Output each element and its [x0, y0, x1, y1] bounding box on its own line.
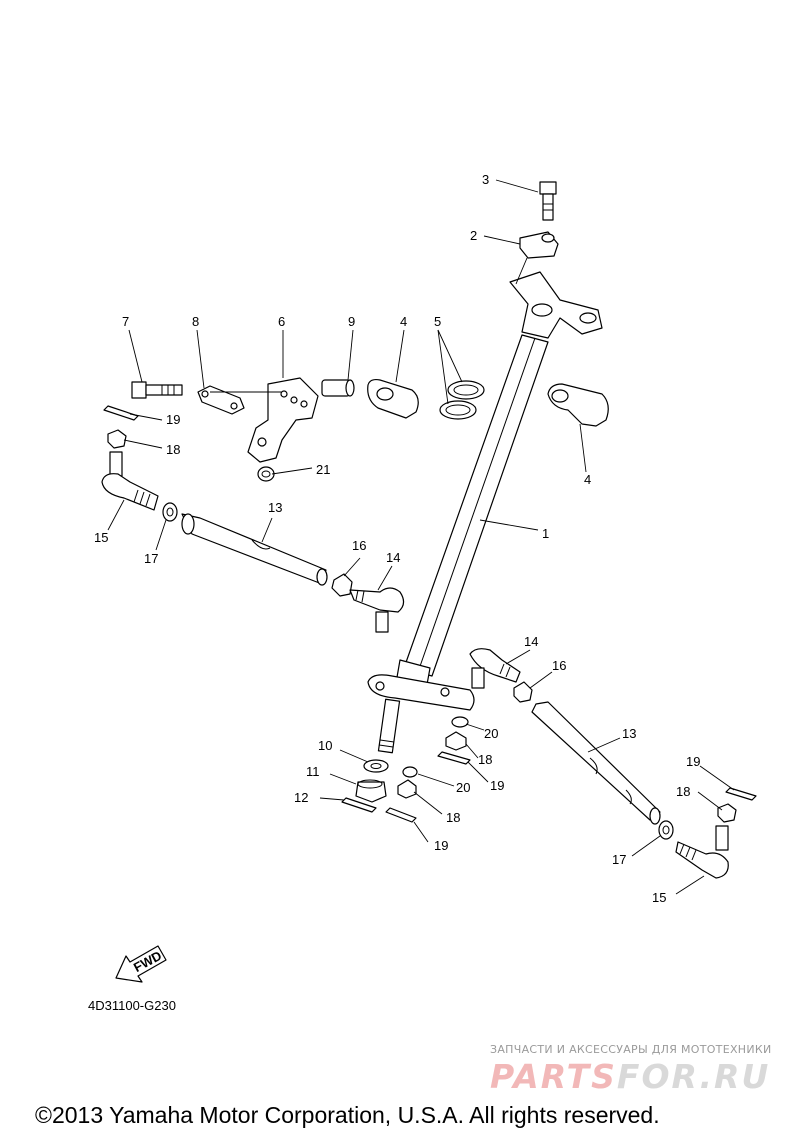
callout-14-left: 14: [386, 550, 400, 565]
washer-10: [363, 759, 389, 773]
callout-12: 12: [294, 790, 308, 805]
diagram-code: 4D31100-G230: [88, 998, 176, 1013]
watermark-brand-part1: PARTS: [490, 1057, 617, 1096]
nut-right-top: [717, 803, 737, 823]
tie-rod-end-mid-right: [469, 648, 521, 689]
bearing-holder-right: [547, 383, 609, 427]
callout-17-left: 17: [144, 551, 158, 566]
callout-13-right: 13: [622, 726, 636, 741]
callout-18-center-upper: 18: [478, 752, 492, 767]
collar: [321, 379, 355, 397]
callout-16-right: 16: [552, 658, 566, 673]
callout-4-left: 4: [400, 314, 407, 329]
callout-18-center-lower: 18: [446, 810, 460, 825]
callout-19-center-lower: 19: [434, 838, 448, 853]
nut-left-top: [107, 429, 127, 449]
callout-labels: 1 2 3 4 4 5 6 7 8 9 10 11 12 13 13 14 14…: [94, 172, 700, 905]
callout-19-right: 19: [686, 754, 700, 769]
cotter-pin-center-upper: [437, 751, 471, 765]
callout-20-lower: 20: [456, 780, 470, 795]
cotter-pin-right: [725, 787, 757, 801]
watermark-brand-part2: FOR.RU: [616, 1057, 771, 1096]
nut-center-upper: [445, 731, 467, 751]
cotter-pin-left: [103, 405, 139, 421]
bolt-top: [539, 181, 557, 221]
callout-19-center-upper: 19: [490, 778, 504, 793]
tie-rod-left: [181, 513, 328, 586]
cotter-pin-center-lower: [385, 807, 417, 823]
callout-18-right: 18: [676, 784, 690, 799]
tie-rod-end-right: [675, 825, 729, 879]
top-clamp: [519, 231, 559, 259]
steering-bracket: [247, 377, 319, 463]
callout-13-left: 13: [268, 500, 282, 515]
watermark-tagline: ЗАПЧАСТИ И АКСЕССУАРЫ ДЛЯ МОТОТЕХНИКИ: [490, 1043, 772, 1056]
lock-plate: [197, 385, 245, 415]
callout-9: 9: [348, 314, 355, 329]
callout-15-left: 15: [94, 530, 108, 545]
nut-11: [355, 779, 387, 803]
nut-mid-right: [513, 681, 533, 703]
tie-rod-end-mid-left: [349, 587, 405, 633]
callout-15-right: 15: [652, 890, 666, 905]
ring-lower: [439, 400, 477, 420]
callout-11: 11: [306, 764, 320, 779]
callout-1: 1: [542, 526, 549, 541]
callout-21: 21: [316, 462, 330, 477]
callout-18-left: 18: [166, 442, 180, 457]
callout-16-left: 16: [352, 538, 366, 553]
nut-left-jam: [162, 502, 178, 522]
callout-19-left: 19: [166, 412, 180, 427]
callout-6: 6: [278, 314, 285, 329]
nut-mid-left: [331, 573, 353, 597]
tie-rod-end-left: [101, 451, 159, 511]
callout-3: 3: [482, 172, 489, 187]
cotter-pin-12: [341, 797, 377, 813]
callout-2: 2: [470, 228, 477, 243]
callout-7: 7: [122, 314, 129, 329]
callout-8: 8: [192, 314, 199, 329]
grommet: [257, 466, 275, 482]
callout-14-right: 14: [524, 634, 538, 649]
callout-17-right: 17: [612, 852, 626, 867]
washer-lower: [402, 766, 418, 778]
callout-4-right: 4: [584, 472, 591, 487]
fwd-arrow-icon: FWD: [115, 945, 167, 983]
ring-upper: [447, 380, 485, 400]
callout-5: 5: [434, 314, 441, 329]
callout-10: 10: [318, 738, 332, 753]
nut-center-lower: [397, 779, 417, 799]
nut-right-jam: [658, 820, 674, 840]
leader-lines: [107, 179, 735, 895]
copyright-notice: ©2013 Yamaha Motor Corporation, U.S.A. A…: [35, 1102, 660, 1128]
tie-rod-right: [531, 701, 661, 825]
bolt-left: [131, 381, 183, 399]
steering-shaft: [367, 271, 603, 754]
watermark-logo: PARTSFOR.RU: [490, 1057, 770, 1096]
bearing-holder-left: [367, 378, 419, 419]
washer-center: [451, 716, 469, 728]
callout-20-upper: 20: [484, 726, 498, 741]
